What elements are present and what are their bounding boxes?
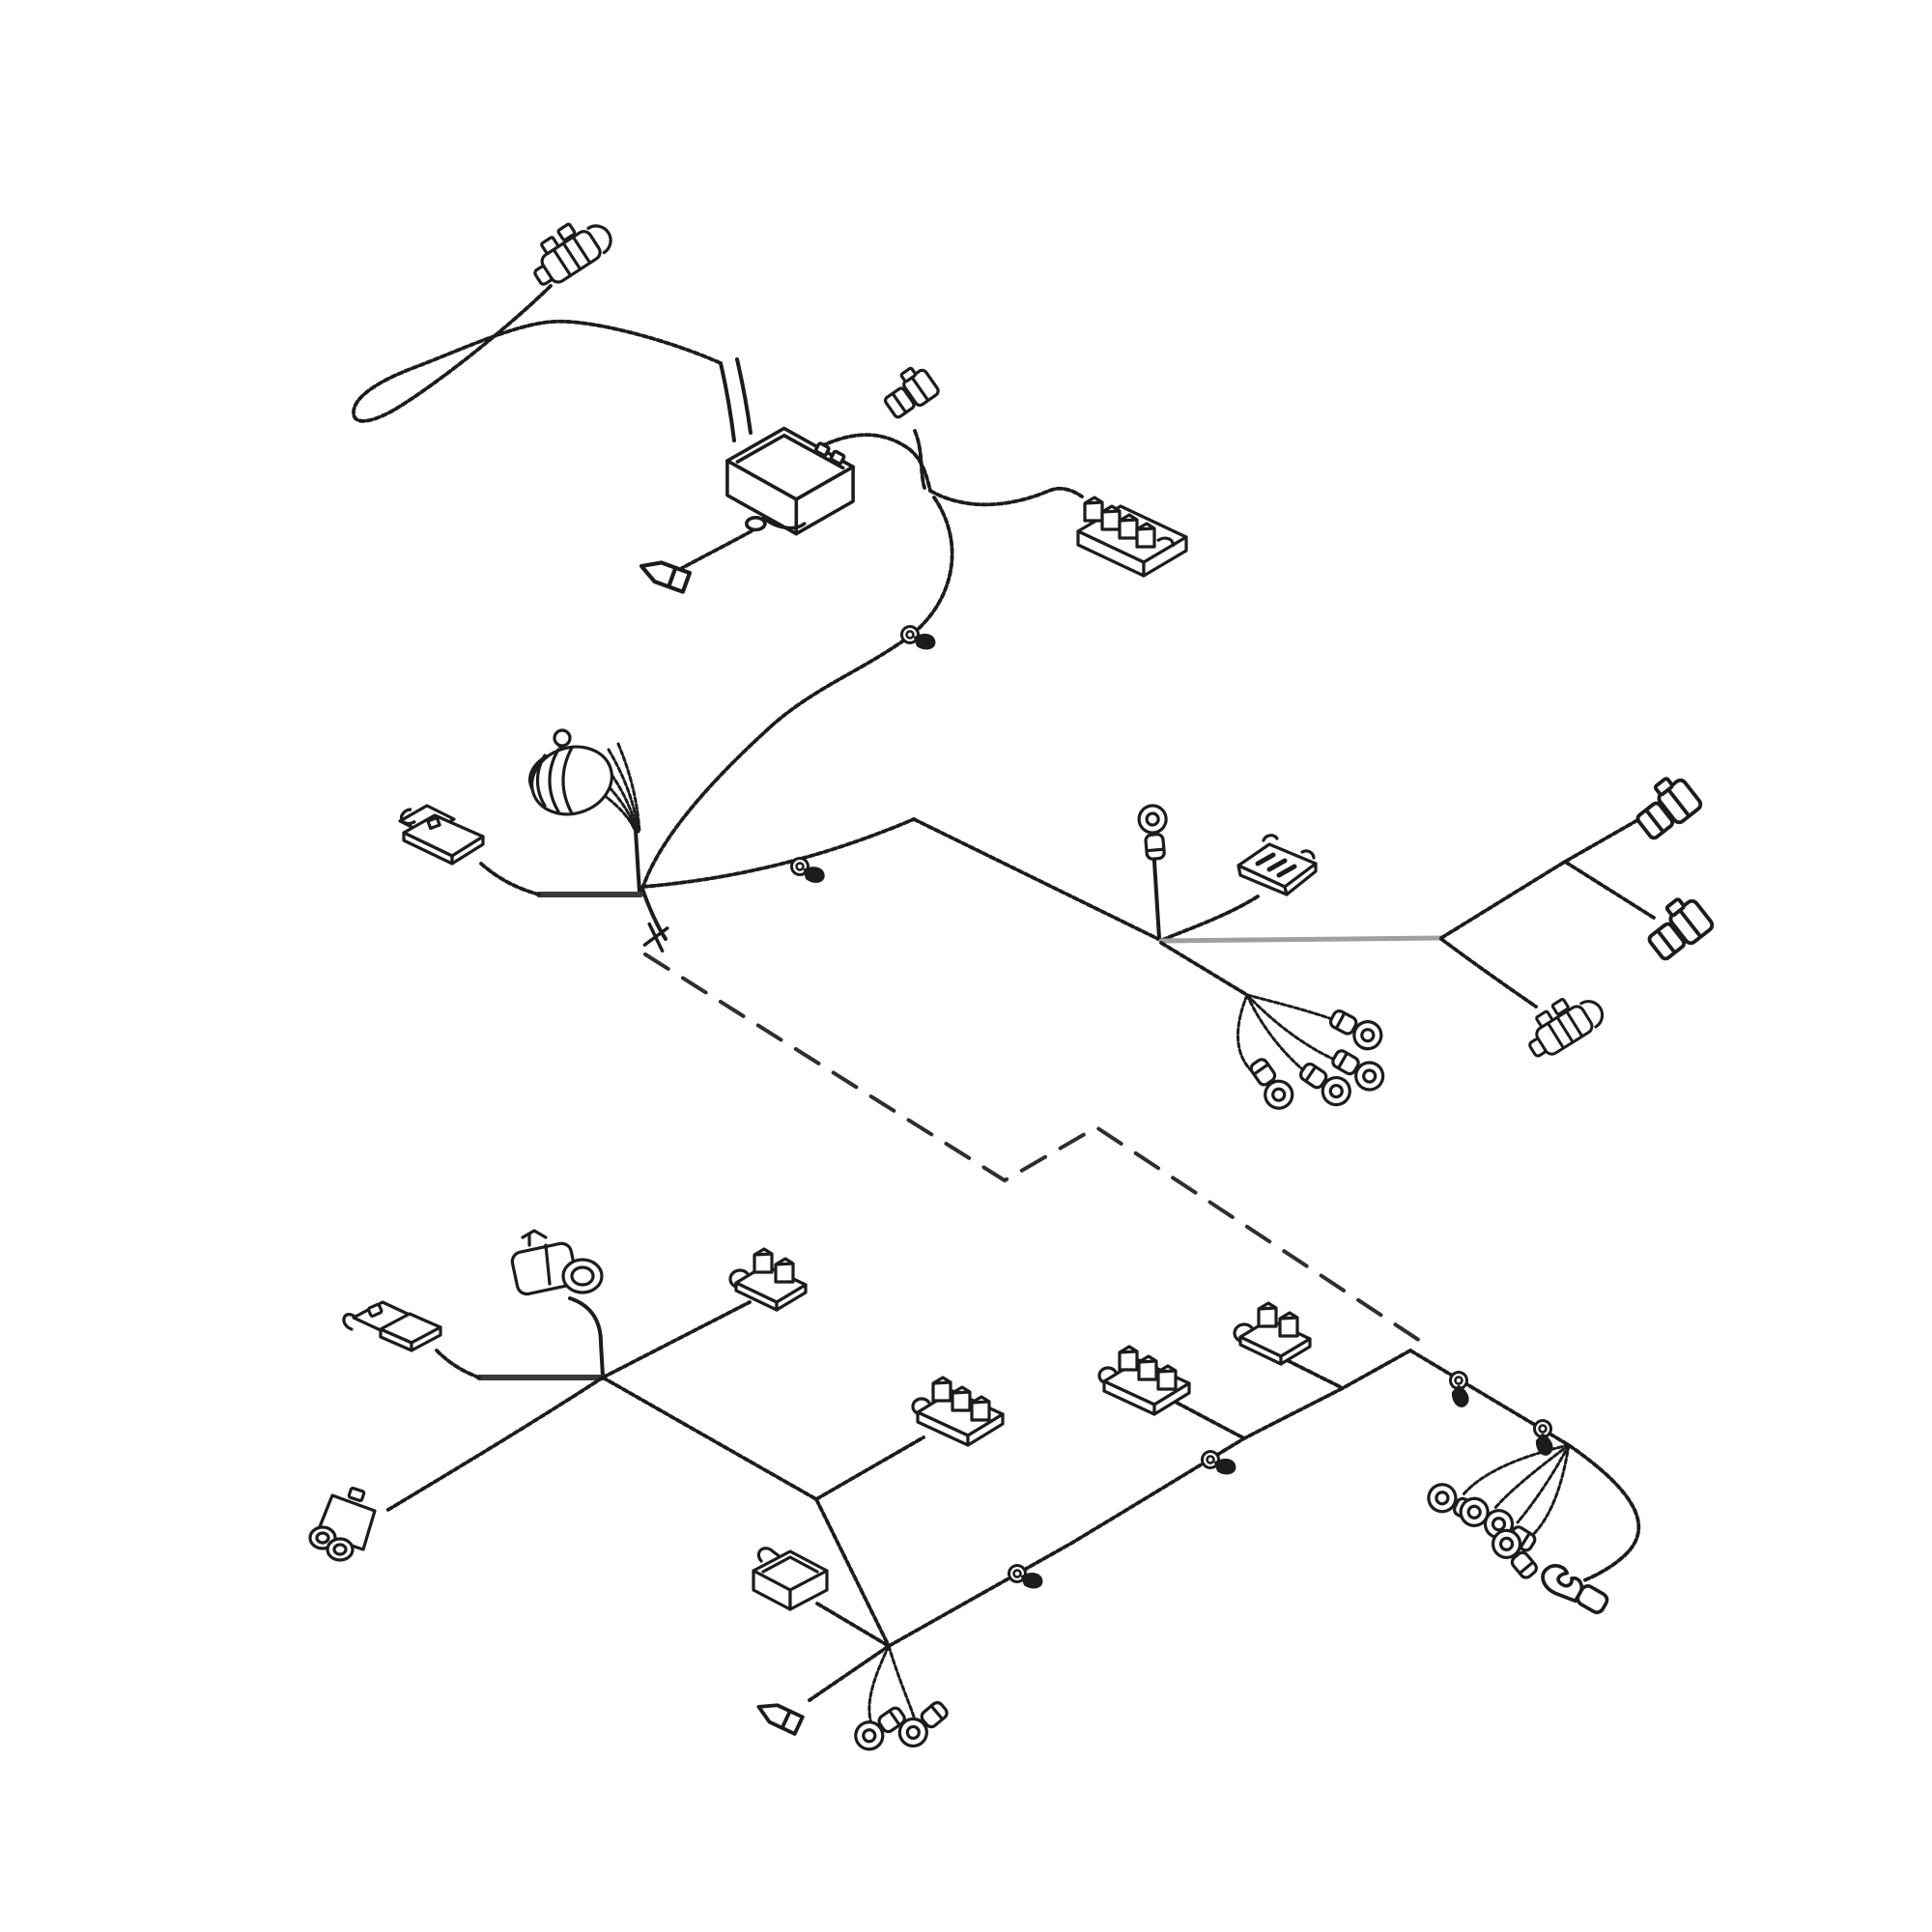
bullet-terminal-bottom <box>753 1696 805 1736</box>
wire-lower-fan-1 <box>1461 1443 1571 1497</box>
wire-branch-upper-right-b <box>1563 860 1656 920</box>
wire-upper-fan-stem <box>1159 941 1249 997</box>
wire-junction-to-4pin <box>928 486 1084 507</box>
wire-upper-trunk-ascent <box>640 817 916 889</box>
connector-tower-large-a <box>913 1378 1003 1445</box>
wire-lower-trunk-1 <box>601 1376 818 1501</box>
wire-s-curve-main <box>640 496 954 891</box>
harness-wires-layer <box>352 284 1656 1725</box>
connector-bulb-socket <box>508 1229 604 1297</box>
wire-to-tower-small-a <box>601 1300 752 1379</box>
ring-terminal-bottom-b <box>893 1694 954 1753</box>
wire-trunk-stub-to-break <box>640 887 668 941</box>
wire-branch-upper-right-a <box>1439 817 1641 940</box>
connector-2pin-inline <box>876 360 942 423</box>
wire-relay-box-tail <box>815 1602 891 1648</box>
connector-tower-small-b <box>1235 1303 1310 1364</box>
ring-terminal-upper-fan-4 <box>1243 1052 1299 1116</box>
connector-fuse-holder <box>342 1300 442 1352</box>
ring-terminal-upper-fan-1 <box>1324 1003 1388 1056</box>
fork-terminal <box>1536 1558 1613 1620</box>
connector-round-multiwire <box>521 728 623 826</box>
dashed-reference-line <box>643 952 1422 1343</box>
wire-top-connector-loop <box>352 284 723 423</box>
connector-2cavity-latched <box>1238 836 1316 895</box>
connector-rectangular <box>398 804 485 866</box>
wire-ring-bottom-b <box>887 1644 917 1721</box>
wire-fuse-holder-tail <box>435 1349 481 1379</box>
wire-tower-large-b-tail <box>1175 1401 1246 1440</box>
wire-module-to-junction <box>819 433 932 493</box>
wire-lower-fan-3 <box>1516 1443 1571 1524</box>
connector-2pin-sealed-top <box>520 206 619 294</box>
wire-bullet-bottom <box>808 1644 891 1702</box>
harness-components-layer <box>308 206 1717 1756</box>
wire-ring-bottom-a <box>867 1644 891 1725</box>
wire-upper-fan-2 <box>1245 993 1349 1066</box>
connector-tower-small-a <box>730 1249 806 1310</box>
wire-round-conn-drop <box>634 829 641 895</box>
wire-rect-conn-tail <box>479 862 541 896</box>
wire-bulb-socket-tail <box>568 1296 605 1378</box>
connector-small-upper-right-a <box>1626 768 1705 845</box>
wire-to-two-barrel <box>384 1376 605 1513</box>
wire-round-fan-4 <box>607 748 640 834</box>
wire-inline-conn-tail <box>913 429 926 490</box>
wire-lower-trunk-3 <box>887 1349 1412 1648</box>
wire-tower-small-b-tail <box>1285 1358 1345 1390</box>
ring-terminal-upper-single <box>1136 803 1172 862</box>
wire-fork-loop <box>1567 1443 1641 1582</box>
connector-relay-box <box>752 1547 829 1611</box>
connector-cylindrical-right <box>1516 982 1609 1065</box>
wire-module-strand-a <box>719 361 736 442</box>
wire-branch-cylindrical <box>1439 937 1538 1009</box>
connector-4pin-tower <box>1078 497 1186 576</box>
wire-gray-trunk <box>1158 935 1444 944</box>
wire-lower-fan-2 <box>1492 1443 1571 1511</box>
wire-tower-large-a-tail <box>814 1435 925 1501</box>
wire-round-fan-5 <box>616 742 641 834</box>
pigtail-plug-terminal <box>638 556 690 591</box>
wire-2cavity-tail <box>1160 895 1260 942</box>
control-module-box <box>725 426 855 536</box>
connector-small-upper-right-b <box>1637 889 1717 966</box>
wire-ring-upper-single <box>1151 844 1161 940</box>
wire-module-strand-b <box>735 357 753 435</box>
cable-clip-lower-trunk-2 <box>1197 1441 1240 1486</box>
wire-lower-trunk-2 <box>814 1497 891 1648</box>
connector-two-barrel <box>308 1486 377 1562</box>
wire-upper-trunk-descent <box>912 817 1162 942</box>
cable-clip-upper-s-curve <box>896 616 940 661</box>
